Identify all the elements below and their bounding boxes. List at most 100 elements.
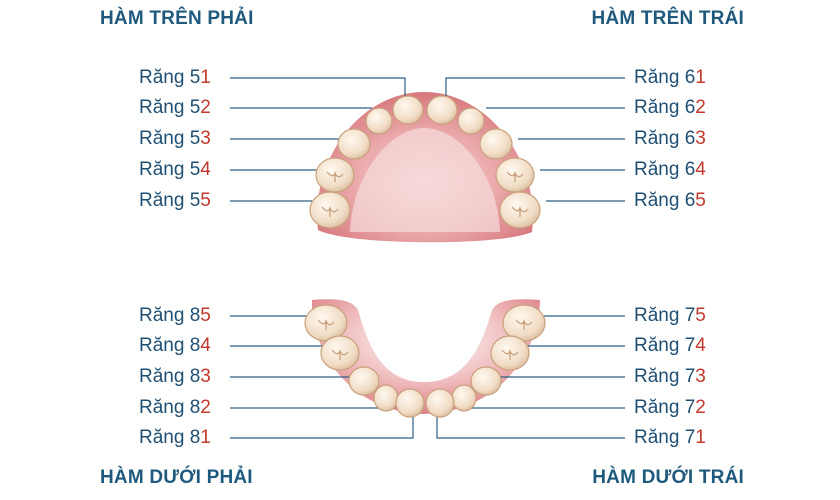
label-prefix: Răng	[634, 335, 685, 356]
tooth-position-digit: 4	[200, 335, 211, 356]
tooth-position-digit: 3	[200, 366, 211, 387]
label-tooth-51: Răng 51	[139, 67, 211, 89]
tooth-position-digit: 5	[200, 190, 211, 211]
quadrant-digit: 5	[189, 97, 201, 118]
label-prefix: Răng	[634, 427, 685, 448]
leader-line-61	[445, 77, 625, 96]
tooth-position-digit: 5	[695, 190, 706, 211]
label-tooth-64: Răng 64	[634, 159, 706, 181]
tooth-84	[320, 335, 360, 371]
leader-line-81	[230, 412, 414, 439]
tooth-51	[392, 95, 424, 125]
quadrant-digit: 7	[684, 397, 696, 418]
tooth-position-digit: 1	[200, 427, 211, 448]
label-tooth-75: Răng 75	[634, 305, 706, 327]
quadrant-digit: 5	[189, 67, 201, 88]
quadrant-digit: 6	[684, 128, 696, 149]
quadrant-digit: 6	[684, 67, 696, 88]
label-prefix: Răng	[634, 67, 685, 88]
label-prefix: Răng	[139, 97, 190, 118]
label-prefix: Răng	[139, 128, 190, 149]
label-prefix: Răng	[139, 427, 190, 448]
quadrant-digit: 6	[684, 97, 696, 118]
tooth-83	[348, 366, 380, 396]
label-prefix: Răng	[634, 305, 685, 326]
label-prefix: Răng	[139, 397, 190, 418]
label-tooth-74: Răng 74	[634, 335, 706, 357]
quadrant-digit: 5	[189, 190, 201, 211]
tooth-55	[309, 191, 351, 229]
label-prefix: Răng	[634, 159, 685, 180]
label-tooth-61: Răng 61	[634, 67, 706, 89]
upper-right-jaw-heading: HÀM TRÊN PHẢI	[100, 8, 254, 29]
quadrant-digit: 7	[684, 305, 696, 326]
tooth-62	[457, 107, 485, 135]
label-tooth-72: Răng 72	[634, 397, 706, 419]
tooth-72	[451, 384, 477, 412]
label-tooth-73: Răng 73	[634, 366, 706, 388]
lower-left-jaw-heading: HÀM DƯỚI TRÁI	[592, 467, 744, 488]
label-prefix: Răng	[139, 335, 190, 356]
tooth-position-digit: 4	[200, 159, 211, 180]
tooth-position-digit: 2	[200, 97, 211, 118]
quadrant-digit: 5	[189, 159, 201, 180]
label-tooth-55: Răng 55	[139, 190, 211, 212]
tooth-position-digit: 3	[200, 128, 211, 149]
label-prefix: Răng	[634, 190, 685, 211]
label-tooth-82: Răng 82	[139, 397, 211, 419]
label-tooth-65: Răng 65	[634, 190, 706, 212]
label-tooth-62: Răng 62	[634, 97, 706, 119]
label-tooth-83: Răng 83	[139, 366, 211, 388]
label-tooth-81: Răng 81	[139, 427, 211, 449]
quadrant-digit: 7	[684, 427, 696, 448]
leader-line-71	[436, 412, 625, 439]
quadrant-digit: 7	[684, 366, 696, 387]
quadrant-digit: 8	[189, 335, 201, 356]
tooth-52	[365, 107, 393, 135]
tooth-71	[425, 388, 455, 418]
label-tooth-52: Răng 52	[139, 97, 211, 119]
quadrant-digit: 8	[189, 397, 201, 418]
tooth-position-digit: 3	[695, 128, 706, 149]
tooth-position-digit: 2	[695, 397, 706, 418]
tooth-63	[479, 128, 513, 160]
label-prefix: Răng	[634, 128, 685, 149]
label-tooth-63: Răng 63	[634, 128, 706, 150]
label-prefix: Răng	[139, 366, 190, 387]
leader-line-72	[465, 400, 625, 409]
leader-line-51	[230, 77, 406, 96]
tooth-position-digit: 4	[695, 159, 706, 180]
label-tooth-54: Răng 54	[139, 159, 211, 181]
tooth-position-digit: 1	[695, 427, 706, 448]
label-prefix: Răng	[139, 159, 190, 180]
upper-left-jaw-heading: HÀM TRÊN TRÁI	[591, 8, 744, 29]
lower-right-jaw-heading: HÀM DƯỚI PHẢI	[100, 467, 253, 488]
label-prefix: Răng	[139, 305, 190, 326]
tooth-53	[337, 128, 371, 160]
label-prefix: Răng	[634, 97, 685, 118]
leader-line-82	[230, 400, 385, 409]
tooth-position-digit: 2	[695, 97, 706, 118]
quadrant-digit: 5	[189, 128, 201, 149]
tooth-position-digit: 1	[200, 67, 211, 88]
quadrant-digit: 6	[684, 159, 696, 180]
label-tooth-84: Răng 84	[139, 335, 211, 357]
label-prefix: Răng	[139, 190, 190, 211]
tooth-position-digit: 4	[695, 335, 706, 356]
quadrant-digit: 8	[189, 427, 201, 448]
upper-palate-highlight	[350, 128, 500, 232]
tooth-54	[315, 157, 355, 193]
label-tooth-71: Răng 71	[634, 427, 706, 449]
tooth-position-digit: 5	[200, 305, 211, 326]
tooth-74	[490, 335, 530, 371]
label-prefix: Răng	[139, 67, 190, 88]
tooth-82	[373, 384, 399, 412]
label-prefix: Răng	[634, 397, 685, 418]
label-prefix: Răng	[634, 366, 685, 387]
tooth-81	[395, 388, 425, 418]
label-tooth-85: Răng 85	[139, 305, 211, 327]
tooth-73	[470, 366, 502, 396]
quadrant-digit: 8	[189, 366, 201, 387]
tooth-position-digit: 1	[695, 67, 706, 88]
